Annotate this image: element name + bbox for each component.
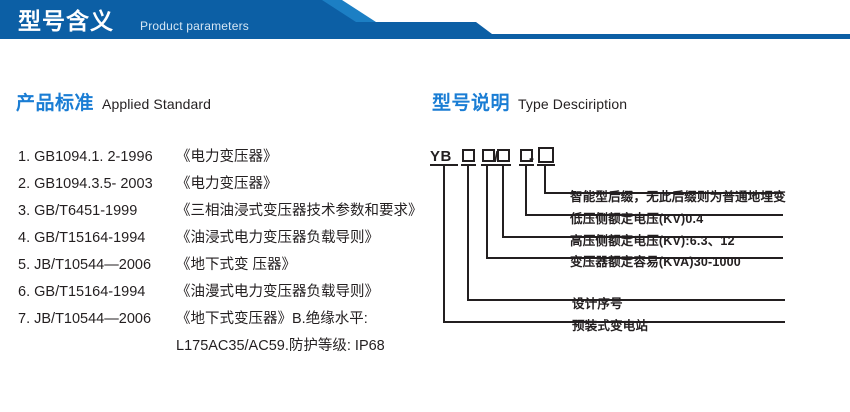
list-item: 1. GB1094.1. 2-1996 《电力变压器》: [18, 145, 428, 172]
standard-name: 《电力变压器》: [176, 149, 278, 165]
standard-code: 3. GB/T6451-1999: [18, 203, 138, 219]
standard-code: 1. GB1094.1. 2-1996: [18, 149, 153, 165]
list-item: 2. GB1094.3.5- 2003 《电力变压器》: [18, 172, 428, 199]
standard-continuation-line: L175AC35/AC59.防护等级: IP68: [176, 338, 385, 354]
type-code-dash: -: [529, 150, 534, 167]
section-heading-applied-standard: 产品标准 Applied Standard: [16, 88, 211, 115]
standards-list: 1. GB1094.1. 2-1996 《电力变压器》 2. GB1094.3.…: [18, 145, 428, 361]
standard-name: 《三相油浸式变压器技术参数和要求》: [176, 203, 423, 219]
code-box-4: [520, 149, 533, 162]
section-title-en-type: Type Desciription: [518, 96, 628, 112]
section-title-cn-standard: 产品标准: [16, 93, 95, 114]
leader-rated-capacity: [486, 165, 783, 259]
list-item: 4. GB/T15164-1994 《油浸式电力变压器负载导则》: [18, 226, 428, 253]
code-box-5: [538, 147, 554, 163]
leader-design-serial: [467, 165, 785, 301]
annotation-rated-capacity: 变压器额定容易(KVA)30-1000: [570, 255, 741, 269]
type-code-prefix: YB: [430, 148, 452, 165]
leader-smart-suffix: [544, 165, 783, 194]
annotation-hv-voltage: 高压侧额定电压(KV):6.3、12: [570, 234, 735, 248]
list-item: 3. GB/T6451-1999 《三相油浸式变压器技术参数和要求》: [18, 199, 428, 226]
type-code-diagram: [425, 140, 850, 340]
header-banner-shape: [0, 0, 850, 39]
standard-code: 7. JB/T10544—2006: [18, 311, 152, 327]
code-box-2: [482, 149, 495, 162]
standard-name: 《油浸式电力变压器负载导则》: [176, 230, 379, 246]
leader-hv-voltage: [502, 165, 783, 238]
leader-lv-voltage: [525, 165, 783, 216]
list-item: 5. JB/T10544—2006 《地下式变 压器》: [18, 253, 428, 280]
code-box-1: [462, 149, 475, 162]
code-box-3: [497, 149, 510, 162]
type-code-slash: /: [494, 149, 499, 166]
type-code-leader-lines: [430, 147, 785, 323]
standard-name: 《地下式变 压器》: [176, 257, 297, 273]
standard-name: 《油漫式电力变压器负载导则》: [176, 284, 379, 300]
banner-title-en: Product parameters: [140, 19, 249, 33]
standard-code: 2. GB1094.3.5- 2003: [18, 176, 153, 192]
annotation-design-serial: 设计序号: [572, 297, 623, 311]
banner-title-cn: 型号含义: [18, 8, 114, 34]
leader-substation: [443, 165, 785, 323]
annotation-smart-suffix: 智能型后缀，无此后缀则为普通地埋变: [570, 190, 786, 204]
header-banner: 型号含义 Product parameters: [0, 0, 850, 48]
annotation-substation: 预装式变电站: [572, 319, 649, 333]
standard-name: 《地下式变压器》B.绝缘水平:: [176, 311, 368, 327]
list-item: 6. GB/T15164-1994 《油漫式电力变压器负载导则》: [18, 280, 428, 307]
standard-code: 5. JB/T10544—2006: [18, 257, 152, 273]
list-item: 7. JB/T10544—2006 《地下式变压器》B.绝缘水平:: [18, 307, 428, 334]
section-heading-type-description: 型号说明 Type Desciription: [432, 88, 627, 115]
section-title-en-standard: Applied Standard: [102, 96, 212, 112]
annotation-lv-voltage: 低压侧额定电压(KV)0.4: [570, 212, 704, 226]
standard-name: 《电力变压器》: [176, 176, 278, 192]
standard-code: 4. GB/T15164-1994: [18, 230, 146, 246]
banner-main-dark: [0, 0, 492, 34]
standard-code: 6. GB/T15164-1994: [18, 284, 146, 300]
banner-underline: [0, 34, 850, 39]
section-title-cn-type: 型号说明: [432, 93, 511, 114]
